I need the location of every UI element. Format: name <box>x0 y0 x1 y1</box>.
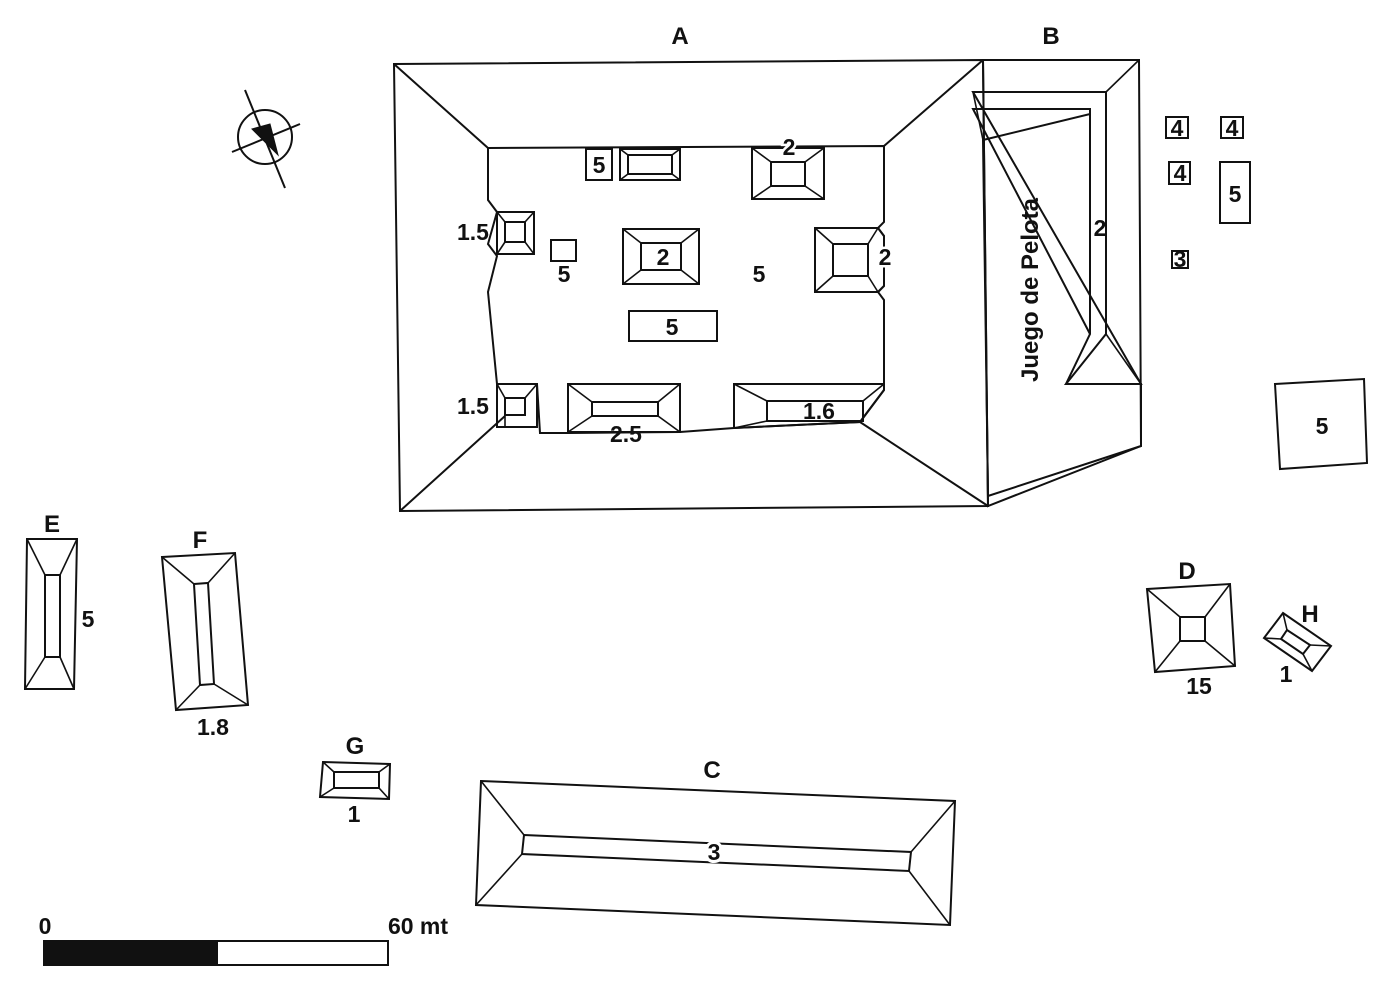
north-arrow-icon <box>231 89 301 189</box>
plaza-level: 5 <box>753 261 766 287</box>
structure-a <box>392 58 990 513</box>
plaza-west-upper-mound: 1.5 <box>457 219 489 245</box>
height-b: 2 <box>1094 215 1107 241</box>
plaza-north-mound: 2 <box>783 134 796 160</box>
plaza-south-mound-left: 2.5 <box>610 421 642 447</box>
height-e: 5 <box>82 606 95 632</box>
plaza-west-lower-mound: 1.5 <box>457 393 489 419</box>
east-group <box>1165 116 1369 471</box>
structure-e <box>23 538 79 690</box>
structure-g <box>318 760 392 801</box>
plaza-small-square: 5 <box>558 261 571 287</box>
east-big-square: 5 <box>1316 413 1329 439</box>
label-c: C <box>703 757 720 784</box>
east-box-small: 3 <box>1174 246 1187 272</box>
scale-bar <box>43 940 389 966</box>
east-box-3: 4 <box>1174 160 1187 186</box>
plaza-rect-platform: 5 <box>666 314 679 340</box>
scale-end-label: 60 mt <box>388 913 448 939</box>
label-a: A <box>671 23 688 50</box>
label-b: B <box>1042 23 1059 50</box>
label-f: F <box>193 527 208 554</box>
height-g: 1 <box>348 801 361 827</box>
label-g: G <box>346 733 365 760</box>
plaza-east-mound: 2 <box>879 244 892 270</box>
height-h: 1 <box>1280 661 1293 687</box>
label-e: E <box>44 511 60 538</box>
structure-b-ball-court <box>971 59 1143 508</box>
structure-f <box>160 551 250 712</box>
label-d: D <box>1178 558 1195 585</box>
label-h: H <box>1301 601 1318 628</box>
east-box-1: 4 <box>1171 115 1184 141</box>
plaza-north-small-box: 5 <box>593 152 606 178</box>
ball-court-name: Juego de Pelota <box>1017 197 1044 382</box>
plaza-central-mound: 2 <box>657 244 670 270</box>
height-d: 15 <box>1186 673 1212 699</box>
height-c: 3 <box>708 839 721 865</box>
structure-c <box>474 779 957 927</box>
plaza-south-mound-right: 1.6 <box>803 398 835 424</box>
scale-start-label: 0 <box>39 913 52 939</box>
east-box-tall: 5 <box>1229 181 1242 207</box>
east-box-2: 4 <box>1226 115 1239 141</box>
height-f: 1.8 <box>197 714 229 740</box>
structure-h <box>1262 611 1333 673</box>
structure-d <box>1145 582 1237 674</box>
